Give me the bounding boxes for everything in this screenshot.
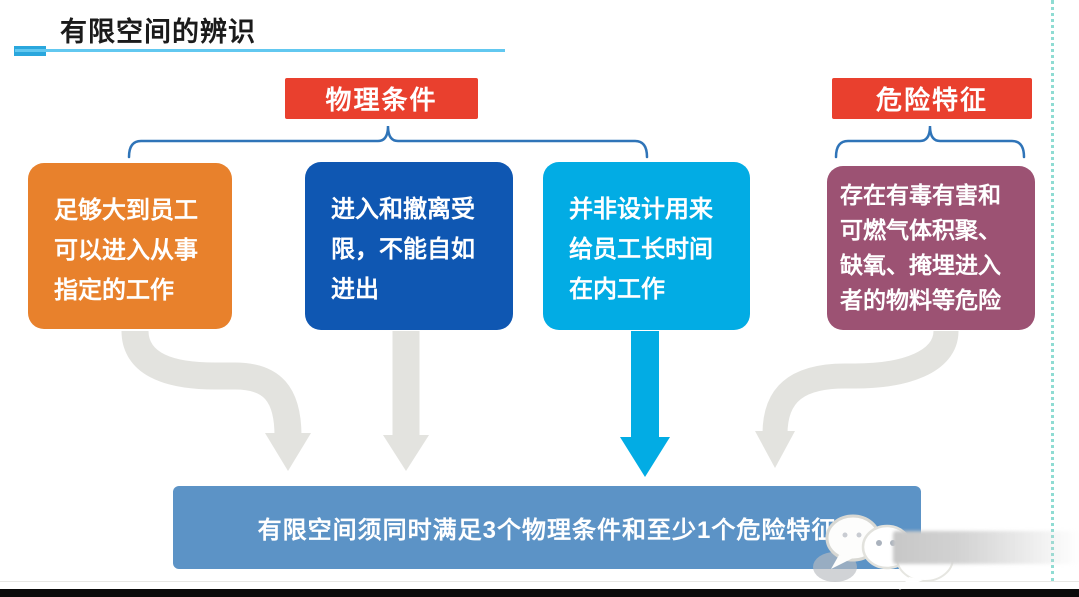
condition-box-size-text: 足够大到员工 可以进入从事 指定的工作 — [54, 197, 198, 304]
condition-box-entry-exit: 进入和撤离受 限，不能自如 进出 — [305, 162, 513, 330]
blurred-watermark — [893, 531, 1079, 564]
footer-hairline — [0, 581, 1079, 582]
arrow-from-not-designed-box — [620, 331, 670, 477]
arrow-from-hazard-box — [755, 329, 959, 468]
brace-physical-conditions — [127, 125, 649, 159]
condition-box-not-designed-text: 并非设计用来 给员工长时间 在内工作 — [569, 196, 713, 303]
arrow-from-entry-exit-box — [383, 331, 429, 471]
conclusion-bar: 有限空间须同时满足3个物理条件和至少1个危险特征 — [173, 486, 921, 569]
title-underline — [15, 49, 505, 52]
arrow-from-size-box — [121, 329, 311, 471]
condition-box-size: 足够大到员工 可以进入从事 指定的工作 — [28, 163, 232, 329]
header-hazard-characteristics: 危险特征 — [832, 78, 1032, 119]
header-physical-conditions: 物理条件 — [285, 78, 478, 119]
condition-box-hazards-text: 存在有毒有害和 可燃气体积聚、 缺氧、掩埋进入 者的物料等危险 — [840, 182, 1001, 313]
page-title: 有限空间的辨识 — [60, 17, 256, 47]
conclusion-text: 有限空间须同时满足3个物理条件和至少1个危险特征 — [257, 517, 837, 544]
condition-box-hazards: 存在有毒有害和 可燃气体积聚、 缺氧、掩埋进入 者的物料等危险 — [827, 166, 1035, 330]
condition-box-entry-exit-text: 进入和撤离受 限，不能自如 进出 — [331, 196, 475, 303]
dotted-guide-line — [1051, 0, 1054, 582]
condition-box-not-designed: 并非设计用来 给员工长时间 在内工作 — [543, 162, 750, 330]
brace-hazard-characteristics — [834, 125, 1026, 159]
footer-bar — [0, 589, 1079, 597]
